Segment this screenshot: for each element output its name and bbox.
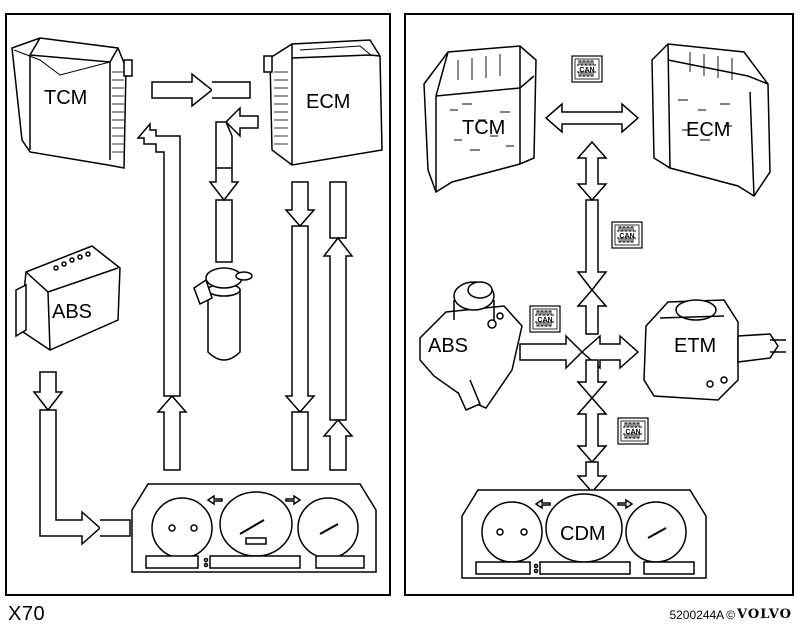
ecm-label-left: ECM bbox=[306, 91, 350, 113]
can-badge-4: CAN bbox=[617, 417, 649, 445]
reference-number: 5200244A bbox=[669, 607, 725, 622]
etm-label: ETM bbox=[674, 335, 716, 357]
can-badge-2: CAN bbox=[611, 221, 643, 249]
tcm-module-right bbox=[423, 45, 537, 194]
arrow-cluster-to-tcm bbox=[136, 121, 188, 471]
can-badge-3-text: CAN bbox=[537, 317, 552, 324]
abs-module-right bbox=[419, 281, 523, 411]
can-arrow-tcm-ecm bbox=[544, 102, 640, 134]
abs-label-right: ABS bbox=[428, 335, 468, 357]
temperature-sensor bbox=[193, 267, 253, 361]
can-badge-2-text: CAN bbox=[619, 233, 634, 240]
left-panel-frame bbox=[5, 13, 391, 596]
abs-module-left bbox=[15, 245, 121, 351]
ecm-module-left bbox=[263, 39, 383, 166]
can-badge-1-text: CAN bbox=[579, 67, 594, 74]
brand-logo: VOLVO bbox=[737, 607, 792, 622]
cdm-label: CDM bbox=[560, 523, 606, 545]
copyright-symbol: © bbox=[726, 607, 736, 622]
can-badge-4-text: CAN bbox=[625, 429, 640, 436]
can-arrow-top-to-abs-etm bbox=[576, 140, 608, 292]
tcm-label-left: TCM bbox=[44, 87, 87, 109]
right-panel-frame bbox=[404, 13, 794, 596]
arrow-ecm-to-cluster-down bbox=[284, 181, 316, 471]
abs-label-left: ABS bbox=[52, 301, 92, 323]
can-badge-3: CAN bbox=[529, 305, 561, 333]
instrument-cluster-left bbox=[131, 483, 377, 573]
tcm-label-right: TCM bbox=[462, 117, 505, 139]
instrument-cluster-right bbox=[461, 489, 707, 579]
arrow-abs-to-cluster bbox=[32, 371, 102, 546]
arrow-tcm-to-ecm-left bbox=[151, 72, 214, 108]
ecm-module-right bbox=[651, 43, 771, 198]
can-arrow-to-cdm bbox=[576, 396, 608, 494]
can-arrow-abs-etm bbox=[519, 334, 640, 370]
arrow-cluster-to-ecm-up bbox=[322, 181, 354, 471]
ecm-label-right: ECM bbox=[686, 119, 730, 141]
model-label: X70 bbox=[8, 603, 46, 625]
can-badge-1: CAN bbox=[571, 55, 603, 83]
footer-reference: 5200244A © VOLVO bbox=[669, 607, 792, 622]
arrow-ecm-to-sensor bbox=[208, 106, 259, 263]
etm-module bbox=[643, 299, 786, 401]
tcm-module-left bbox=[11, 37, 133, 169]
